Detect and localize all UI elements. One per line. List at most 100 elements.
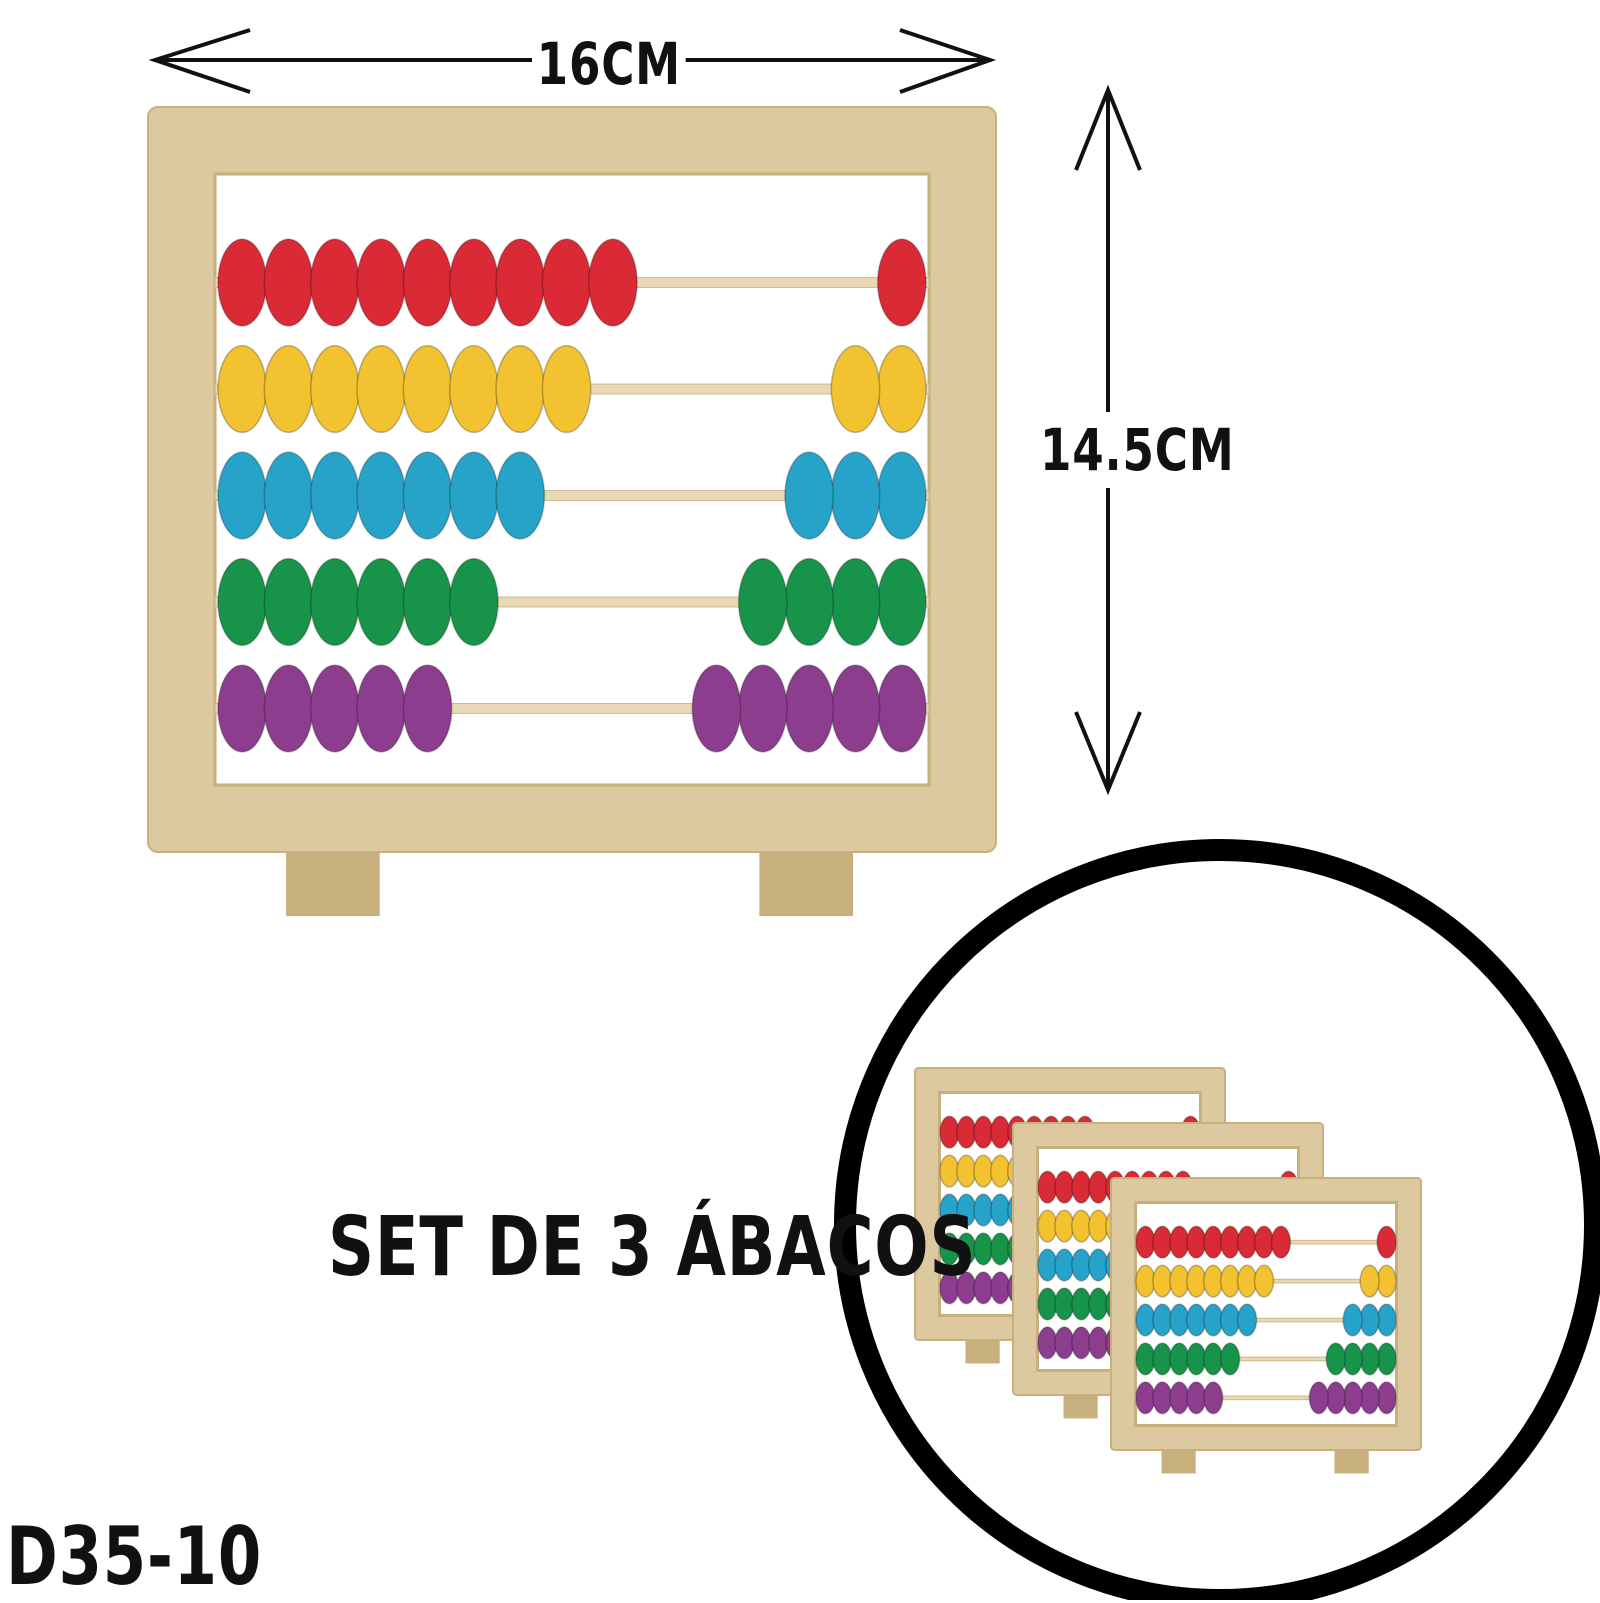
bead-purple bbox=[1169, 1381, 1190, 1415]
bead-green bbox=[737, 557, 788, 647]
bead-red bbox=[495, 238, 546, 327]
bead-yellow bbox=[1236, 1264, 1258, 1298]
bead-green bbox=[402, 557, 453, 647]
bead-blue bbox=[1135, 1303, 1156, 1337]
bead-blue bbox=[1342, 1303, 1363, 1337]
bead-yellow bbox=[217, 344, 268, 434]
bead-blue bbox=[876, 451, 927, 540]
height-dimension-label: 14.5CM bbox=[1040, 412, 1235, 488]
bead-blue bbox=[217, 451, 268, 540]
bead-yellow bbox=[1152, 1264, 1173, 1298]
bead-yellow bbox=[1219, 1264, 1241, 1298]
abacus-rod bbox=[1135, 1317, 1397, 1323]
bead-purple bbox=[691, 664, 742, 753]
bead-red bbox=[1169, 1225, 1190, 1259]
bead-red bbox=[1186, 1225, 1207, 1259]
bead-blue bbox=[448, 451, 499, 540]
bead-red bbox=[1071, 1170, 1092, 1204]
bead-blue bbox=[1169, 1303, 1190, 1337]
abacus-rod bbox=[214, 490, 930, 501]
bead-yellow bbox=[541, 344, 592, 434]
bead-red bbox=[1037, 1170, 1058, 1204]
bead-green bbox=[1359, 1342, 1380, 1376]
bead-blue bbox=[356, 451, 407, 540]
bead-yellow bbox=[1359, 1264, 1380, 1298]
bead-yellow bbox=[1071, 1209, 1092, 1243]
inset-ring bbox=[834, 839, 1600, 1600]
bead-yellow bbox=[939, 1154, 960, 1188]
bead-red bbox=[973, 1115, 994, 1149]
bead-yellow bbox=[956, 1154, 977, 1188]
bead-blue bbox=[402, 451, 453, 540]
bead-green bbox=[1054, 1287, 1075, 1321]
bead-red bbox=[448, 238, 499, 327]
bead-blue bbox=[1054, 1248, 1075, 1282]
bead-purple bbox=[1088, 1326, 1109, 1360]
bead-blue bbox=[1202, 1303, 1224, 1337]
width-dimension-label: 16CM bbox=[532, 30, 686, 98]
bead-green bbox=[1219, 1342, 1241, 1376]
abacus-rod bbox=[214, 596, 930, 608]
bead-yellow bbox=[402, 344, 453, 434]
bead-green bbox=[1169, 1342, 1190, 1376]
bead-red bbox=[1152, 1225, 1173, 1259]
bead-yellow bbox=[309, 344, 360, 434]
bead-yellow bbox=[448, 344, 499, 434]
bead-blue bbox=[1071, 1248, 1092, 1282]
bead-green bbox=[1088, 1287, 1109, 1321]
bead-yellow bbox=[356, 344, 407, 434]
bead-purple bbox=[356, 664, 407, 753]
bead-purple bbox=[1152, 1381, 1173, 1415]
bead-yellow bbox=[1202, 1264, 1224, 1298]
abacus-foot bbox=[286, 842, 380, 917]
bead-green bbox=[309, 557, 360, 647]
bead-blue bbox=[1236, 1303, 1258, 1337]
bead-purple bbox=[402, 664, 453, 753]
bead-red bbox=[876, 238, 927, 327]
bead-purple bbox=[876, 664, 927, 753]
bead-purple bbox=[737, 664, 788, 753]
bead-red bbox=[541, 238, 592, 327]
bead-purple bbox=[1342, 1381, 1363, 1415]
bead-purple bbox=[990, 1271, 1011, 1305]
bead-red bbox=[1088, 1170, 1109, 1204]
bead-green bbox=[1135, 1342, 1156, 1376]
bead-yellow bbox=[1186, 1264, 1207, 1298]
bead-red bbox=[1202, 1225, 1224, 1259]
bead-green bbox=[973, 1232, 994, 1266]
bead-purple bbox=[309, 664, 360, 753]
bead-purple bbox=[217, 664, 268, 753]
bead-yellow bbox=[1376, 1264, 1397, 1298]
bead-green bbox=[1325, 1342, 1346, 1376]
bead-purple bbox=[1037, 1326, 1058, 1360]
bead-blue bbox=[495, 451, 546, 540]
bead-green bbox=[1152, 1342, 1173, 1376]
bead-purple bbox=[1186, 1381, 1207, 1415]
bead-red bbox=[1135, 1225, 1156, 1259]
abacus-large bbox=[147, 106, 997, 917]
bead-red bbox=[587, 238, 638, 327]
bead-red bbox=[939, 1115, 960, 1149]
bead-red bbox=[1270, 1225, 1292, 1259]
bead-purple bbox=[1054, 1326, 1075, 1360]
bead-yellow bbox=[1135, 1264, 1156, 1298]
bead-green bbox=[1071, 1287, 1092, 1321]
product-code: D35-10 bbox=[6, 1510, 263, 1603]
abacus-rod bbox=[1135, 1395, 1397, 1401]
bead-red bbox=[1054, 1170, 1075, 1204]
bead-red bbox=[356, 238, 407, 327]
bead-purple bbox=[973, 1271, 994, 1305]
bead-green bbox=[1202, 1342, 1224, 1376]
bead-purple bbox=[1359, 1381, 1380, 1415]
bead-green bbox=[876, 557, 927, 647]
bead-blue bbox=[830, 451, 881, 540]
bead-green bbox=[1037, 1287, 1058, 1321]
abacus-small-3 bbox=[1110, 1177, 1422, 1474]
bead-blue bbox=[1186, 1303, 1207, 1337]
bead-blue bbox=[1219, 1303, 1241, 1337]
bead-red bbox=[1219, 1225, 1241, 1259]
bead-green bbox=[217, 557, 268, 647]
bead-purple bbox=[1202, 1381, 1224, 1415]
bead-purple bbox=[263, 664, 314, 753]
